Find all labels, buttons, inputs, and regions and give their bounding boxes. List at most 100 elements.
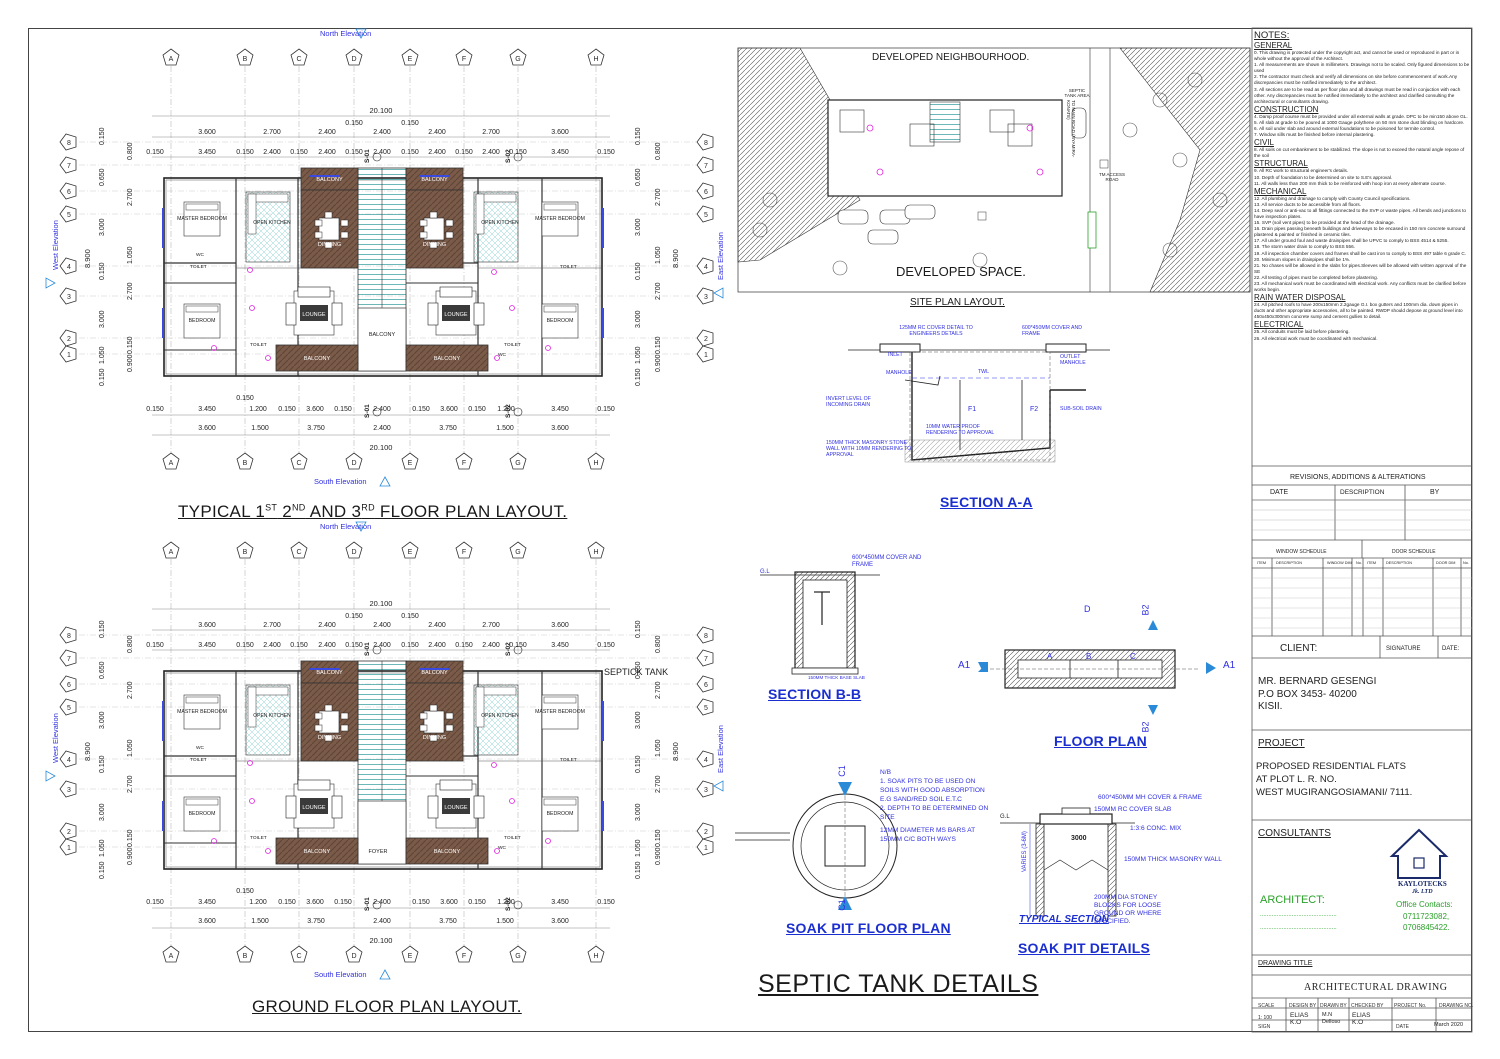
- dim-value: 3.450: [198, 406, 216, 413]
- sa-note-outlet: OUTLET MANHOLE: [1060, 354, 1086, 366]
- dim-value: 0.150: [635, 262, 642, 280]
- coffee-table: [442, 798, 470, 814]
- bedroom-label: MASTER BEDROOM: [535, 709, 585, 715]
- grid-number: 2: [67, 829, 71, 836]
- tree: [1172, 152, 1188, 168]
- dim-value: 0.150: [509, 149, 527, 156]
- dim-value: 1.050: [655, 246, 662, 264]
- dim-value: 0.150: [99, 861, 106, 879]
- revisions-title: REVISIONS, ADDITIONS & ALTERATIONS: [1290, 474, 1426, 481]
- sanitary-fixture: [249, 305, 255, 311]
- dim-value: 3.600: [440, 406, 458, 413]
- dim-value: 0.150: [635, 861, 642, 879]
- toilet-label: WC: [498, 845, 507, 851]
- dim-value: 3.600: [198, 622, 216, 629]
- dim-value: 3.000: [99, 711, 106, 729]
- grid-bubble: [59, 287, 77, 305]
- dining-chair: [419, 231, 428, 239]
- notes-line: 19. All inspection chamber covers and fr…: [1254, 250, 1467, 256]
- grid-letter: H: [593, 953, 598, 960]
- grid-bubble: [59, 329, 77, 347]
- dining-chair: [314, 712, 323, 720]
- sp-label-c1-top: C1: [836, 765, 847, 777]
- tb-checked-value: ELIAS K.O: [1352, 1012, 1371, 1026]
- south-marker: [379, 476, 391, 487]
- sofa: [473, 302, 485, 326]
- dim-value: 0.150: [468, 899, 486, 906]
- fp-label-b: B: [1086, 652, 1092, 661]
- grid-bubble: [455, 452, 473, 470]
- section-mark: S-01: [364, 897, 371, 911]
- grid-letter: A: [169, 460, 174, 467]
- dim-value: 1.050: [635, 839, 642, 857]
- dim-value: 1.200: [497, 899, 515, 906]
- tree: [1162, 242, 1178, 258]
- dim-value: 0.150: [401, 149, 419, 156]
- dining-chair: [324, 211, 333, 219]
- dim-value: 0.150: [278, 406, 296, 413]
- grid-number: 7: [704, 163, 708, 170]
- cover-slab: [879, 343, 921, 353]
- window-schedule-title: WINDOW SCHEDULE: [1276, 549, 1327, 555]
- dining-chair: [419, 712, 428, 720]
- base-slab: [904, 439, 1056, 463]
- dim-value: 0.150: [412, 406, 430, 413]
- tree: [972, 252, 988, 268]
- grid-letter: D: [351, 549, 356, 556]
- dim-value: 0.150: [146, 149, 164, 156]
- dining-chair: [429, 241, 438, 249]
- dim-value: 2.400: [428, 129, 446, 136]
- spd-note-blocks: 200MM DIA STONEY BLOCKS FOR LOOSE GROUND…: [1094, 894, 1162, 925]
- schedule-col-label: ITEM: [1257, 561, 1267, 565]
- schedule-col-label: DESCRIPTION: [1386, 561, 1412, 565]
- notes-line: 15. SVP (soil vent pipes) to be provided…: [1254, 220, 1395, 226]
- grid-bubble: [59, 675, 77, 693]
- balcony-label: BALCONY: [434, 849, 461, 855]
- dim-side-total: 8.900: [83, 742, 92, 761]
- dim-value: 2.700: [127, 282, 134, 300]
- toilet-label: TOILET: [250, 835, 267, 841]
- notes-section-heading: ELECTRICAL: [1254, 320, 1304, 330]
- dim-value: 2.400: [428, 149, 446, 156]
- grid-bubble: [696, 205, 714, 223]
- notes-line: 16. Drain pipes passing beneath building…: [1254, 226, 1466, 238]
- dim-value: 3.450: [551, 899, 569, 906]
- grid-bubble: [59, 345, 77, 363]
- grid-bubble: [345, 48, 363, 66]
- dim-value: 0.150: [509, 642, 527, 649]
- grid-number: 1: [67, 845, 71, 852]
- lounge-label: LOUNGE: [302, 312, 326, 318]
- typical-floor-plan-title: TYPICAL 1ST 2ND AND 3RD FLOOR PLAN LAYOU…: [178, 502, 568, 521]
- section-bb-title: SECTION B-B: [768, 686, 862, 702]
- grid-number: 2: [67, 336, 71, 343]
- dim-value: 0.150: [278, 899, 296, 906]
- sanitary-fixture: [494, 355, 500, 361]
- developed-neighbourhood-label: DEVELOPED NEIGHBOURHOOD.: [872, 52, 1030, 63]
- dim-value: 2.400: [428, 622, 446, 629]
- dim-side-total: 8.900: [83, 249, 92, 268]
- grid-bubble: [455, 541, 473, 559]
- grid-letter: H: [593, 549, 598, 556]
- grid-bubble: [401, 945, 419, 963]
- company-sub: Jk. LTD: [1412, 889, 1433, 895]
- dim-value: 1.500: [496, 918, 514, 925]
- sp-cover: [1061, 807, 1091, 815]
- sa-note-subsoil: SUB-SOIL DRAIN: [1060, 406, 1102, 412]
- bb-base: [791, 667, 859, 675]
- toilet-label: WC: [498, 352, 507, 358]
- dim-value: 0.150: [99, 368, 106, 386]
- dim-value: 0.150: [334, 406, 352, 413]
- spd-note-cover: 600*450MM MH COVER & FRAME: [1098, 794, 1203, 801]
- dim-value: 3.450: [551, 406, 569, 413]
- gate: [1087, 211, 1097, 249]
- septic-area-label: SEPTIC TANK AREA: [1064, 88, 1090, 98]
- grid-letter: G: [515, 460, 520, 467]
- dim-value: 2.700: [263, 622, 281, 629]
- north-marker: [355, 521, 367, 532]
- balcony-floor: [405, 837, 489, 865]
- car: [904, 204, 936, 220]
- dim-value: 2.700: [263, 129, 281, 136]
- dim-value: 2.700: [482, 129, 500, 136]
- grid-number: 6: [704, 189, 708, 196]
